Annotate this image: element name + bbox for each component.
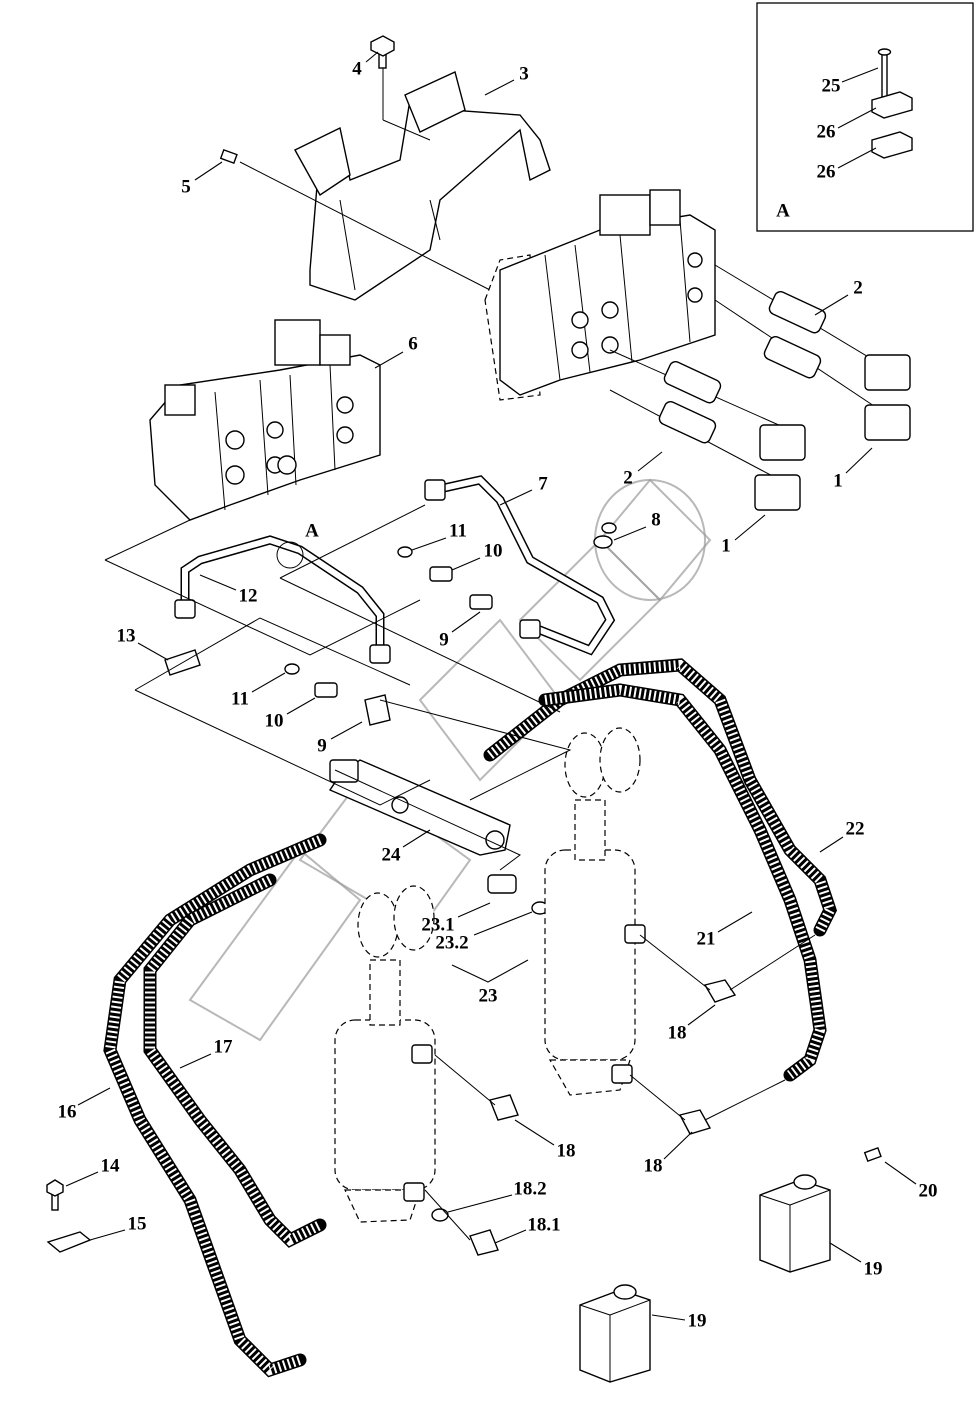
- mounting-bracket: [294, 71, 551, 301]
- callout-24: 24: [382, 844, 402, 865]
- callout-3: 3: [519, 63, 529, 84]
- callout-15: 15: [128, 1213, 147, 1234]
- callout-2: 2: [623, 467, 633, 488]
- callout-9: 9: [317, 735, 327, 756]
- callout-14: 14: [101, 1155, 121, 1176]
- callout-18-1: 18.1: [527, 1214, 560, 1235]
- callout-13: 13: [117, 625, 136, 646]
- callout-16: 16: [58, 1101, 77, 1122]
- callout-1: 1: [721, 535, 731, 556]
- bolt: [219, 148, 238, 164]
- bolt-head: [370, 35, 395, 57]
- quick-couplers: [609, 264, 911, 511]
- solenoid-coil: [579, 1174, 831, 1383]
- callout-1: 1: [833, 470, 843, 491]
- callout-19: 19: [864, 1258, 883, 1279]
- callout-26: 26: [817, 161, 836, 182]
- manifold-block: [328, 759, 549, 915]
- callout-8: 8: [651, 509, 661, 530]
- callout-22: 22: [846, 818, 865, 839]
- callout-11: 11: [449, 520, 467, 541]
- detail-inset-a: 25 26 26 A: [756, 2, 974, 232]
- callout-5: 5: [181, 176, 191, 197]
- callout-4: 4: [352, 58, 362, 79]
- callout-18-2: 18.2: [513, 1178, 546, 1199]
- callout-19: 19: [688, 1310, 707, 1331]
- callout-23-1: 23.1: [421, 914, 454, 935]
- callout-9: 9: [439, 629, 449, 650]
- hoses: [103, 658, 838, 1378]
- callout-11: 11: [231, 688, 249, 709]
- bolt: [863, 1147, 882, 1163]
- callout-25: 25: [822, 75, 841, 96]
- callout-6: 6: [408, 333, 418, 354]
- callout-10: 10: [265, 710, 284, 731]
- hose-clamp: [46, 1231, 92, 1253]
- callout-12: 12: [239, 585, 258, 606]
- callouts: 4 3 5 2 6 2 1 7 8 1 A 11 10 12 9 13 11 1…: [58, 51, 938, 1331]
- callout-10: 10: [484, 540, 503, 561]
- callout-18: 18: [668, 1022, 687, 1043]
- callout-17: 17: [214, 1036, 234, 1057]
- inset-label-a: A: [776, 200, 790, 221]
- control-valve-large: [484, 189, 716, 401]
- elbow-fittings: [424, 934, 816, 1256]
- callout-26: 26: [817, 121, 836, 142]
- callout-2: 2: [853, 277, 863, 298]
- callout-18: 18: [557, 1140, 576, 1161]
- assembly-lines: [104, 504, 572, 871]
- callout-23: 23: [479, 985, 498, 1006]
- hydraulic-cylinders: [334, 727, 646, 1223]
- control-valve-small: [149, 319, 381, 521]
- view-label-a: A: [305, 520, 319, 541]
- callout-23-2: 23.2: [435, 932, 468, 953]
- bolt-head: [46, 1179, 64, 1197]
- callout-21: 21: [697, 928, 716, 949]
- callout-7: 7: [538, 473, 548, 494]
- callout-20: 20: [919, 1180, 938, 1201]
- callout-18: 18: [644, 1155, 663, 1176]
